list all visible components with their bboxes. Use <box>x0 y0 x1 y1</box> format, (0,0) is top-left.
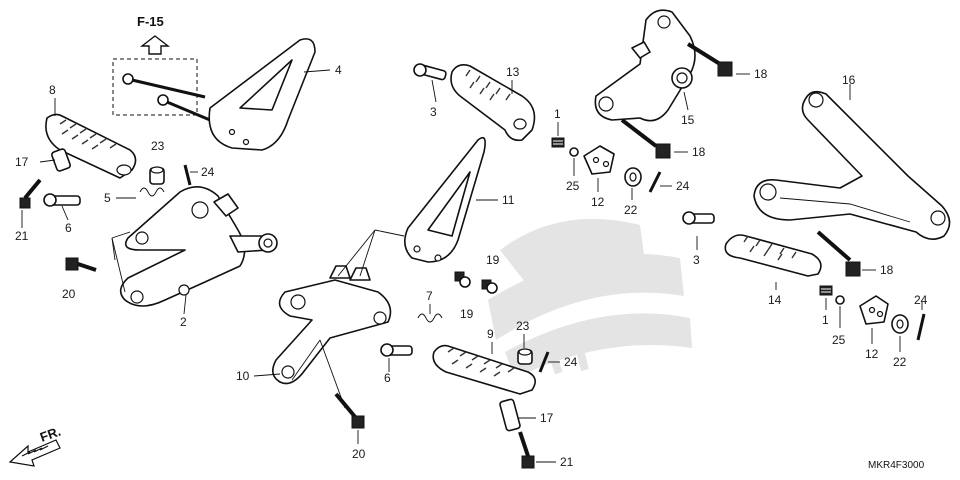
diagram-code: MKR4F3000 <box>868 460 925 471</box>
washer-23-left <box>149 166 165 185</box>
ball-25-lower <box>835 295 845 305</box>
callout-21b: 21 <box>560 455 574 469</box>
bolt-18c <box>816 230 861 277</box>
callout-6a: 6 <box>65 221 72 235</box>
callout-12b: 12 <box>865 347 879 361</box>
callout-5: 5 <box>104 191 111 205</box>
footpeg-right-front <box>432 344 536 395</box>
passenger-bracket-right <box>753 90 951 240</box>
pin-3-right <box>682 211 715 225</box>
pin-6-right <box>380 343 413 357</box>
callout-11: 11 <box>502 193 515 207</box>
washer-23-right <box>517 348 533 365</box>
callout-1b: 1 <box>822 313 829 327</box>
callout-1a: 1 <box>554 107 561 121</box>
callout-18a: 18 <box>754 67 768 81</box>
callout-20b: 20 <box>352 447 366 461</box>
callout-18c: 18 <box>880 263 894 277</box>
bolt-20-left <box>65 257 97 272</box>
callout-16: 16 <box>842 73 856 87</box>
footpeg-passenger-right <box>724 234 822 277</box>
plate-12-upper <box>583 145 615 175</box>
callout-3a: 3 <box>430 105 437 119</box>
passenger-bracket-upper <box>594 9 696 122</box>
callout-19b: 19 <box>460 307 474 321</box>
callout-20a: 20 <box>62 287 76 301</box>
front-direction-arrow-icon <box>8 439 61 467</box>
collar-left <box>51 148 71 172</box>
footpeg-left-front <box>45 113 137 179</box>
callout-4: 4 <box>335 63 342 77</box>
bolt-21-right <box>518 431 535 469</box>
callout-12a: 12 <box>591 195 605 209</box>
washer-22-upper <box>624 167 642 187</box>
bolt-20-right <box>334 392 365 429</box>
cotter-24-lower <box>916 313 926 341</box>
up-arrow-icon <box>139 35 171 55</box>
plate-12-lower <box>859 295 889 325</box>
bolt-short <box>157 94 211 122</box>
callout-6b: 6 <box>384 371 391 385</box>
callout-24d: 24 <box>914 293 928 307</box>
pin-6-left <box>43 193 81 207</box>
bolt-18b <box>620 118 671 159</box>
callout-17a: 17 <box>15 155 29 169</box>
bolt-21-left <box>19 178 42 209</box>
callout-14: 14 <box>768 293 782 307</box>
callout-24b: 24 <box>676 179 690 193</box>
ball-1-upper <box>551 137 565 148</box>
callout-8: 8 <box>49 83 56 97</box>
callout-7: 7 <box>426 289 433 303</box>
cotter-24-left <box>183 164 192 186</box>
step-bracket-right <box>272 265 392 385</box>
callout-15: 15 <box>681 113 695 127</box>
bolt-18a <box>686 42 733 77</box>
bolt-long <box>122 73 206 99</box>
cotter-24-center <box>538 351 550 373</box>
callout-2: 2 <box>180 315 187 329</box>
callout-25a: 25 <box>566 179 580 193</box>
callout-24a: 24 <box>201 165 215 179</box>
spring-7 <box>417 313 443 323</box>
callout-13: 13 <box>506 65 520 79</box>
section-ref-label: F-15 <box>137 14 164 29</box>
callout-19a: 19 <box>486 253 500 267</box>
callout-18b: 18 <box>692 145 706 159</box>
callout-24c: 24 <box>564 355 578 369</box>
callout-3b: 3 <box>693 253 700 267</box>
footpeg-passenger-left <box>450 64 536 142</box>
heel-guard-right <box>404 136 486 263</box>
callout-21a: 21 <box>15 229 29 243</box>
heel-guard-left <box>208 38 316 151</box>
washer-22-lower <box>891 314 909 334</box>
spring-5 <box>139 187 165 197</box>
front-label: FR. <box>38 424 63 445</box>
callout-17b: 17 <box>540 411 554 425</box>
callout-9: 9 <box>487 327 494 341</box>
callout-22a: 22 <box>624 203 638 217</box>
ball-25-upper <box>569 147 579 157</box>
callout-23a: 23 <box>151 139 165 153</box>
bolts-19 <box>454 271 498 294</box>
callout-25b: 25 <box>832 333 846 347</box>
callout-23b: 23 <box>516 319 530 333</box>
cotter-24-upper <box>648 171 662 193</box>
step-bracket-left <box>119 186 278 307</box>
reference-box <box>112 58 198 116</box>
callout-10: 10 <box>236 369 250 383</box>
pin-3-upper <box>413 63 447 81</box>
ball-1-lower <box>819 285 833 296</box>
collar-17-right <box>499 398 521 432</box>
callout-22b: 22 <box>893 355 907 369</box>
